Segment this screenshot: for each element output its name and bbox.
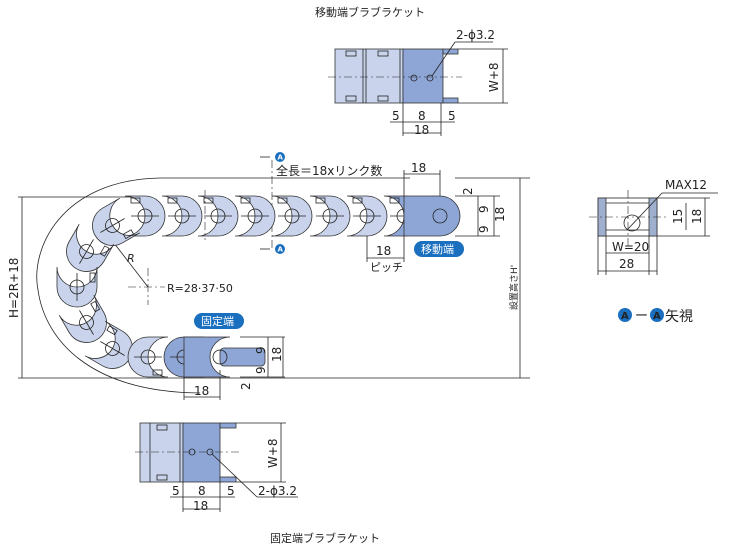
svg-text:固定端: 固定端 xyxy=(201,314,234,328)
pitch-dim: 18 xyxy=(376,244,391,258)
fixed-bracket-dim-18: 18 xyxy=(193,499,208,513)
svg-text:A: A xyxy=(278,154,284,162)
end-dim-18-top: 18 xyxy=(411,161,426,175)
chain-link xyxy=(124,195,166,237)
fixed-end-badge: 固定端 xyxy=(194,313,244,329)
half-dim-top-a: 9 xyxy=(477,205,491,213)
fixed-bracket-dim-5b: 5 xyxy=(227,484,235,498)
chain-link xyxy=(234,195,276,237)
moving-end-link xyxy=(403,195,461,237)
moving-bracket-dim-18: 18 xyxy=(414,123,429,137)
moving-end-pin-hole xyxy=(432,208,448,224)
fixed-bracket-dim-8: 8 xyxy=(198,484,206,498)
fixed-bracket-hole-dim: 2-ϕ3.2 xyxy=(258,484,297,498)
fixed-bracket-view xyxy=(135,422,298,512)
chain-link xyxy=(66,223,115,272)
half-dim-top-b: 9 xyxy=(477,225,491,233)
half-dim-bottom-a: 9 xyxy=(254,346,268,354)
svg-text:矢視: 矢視 xyxy=(665,309,693,325)
radius-label: R xyxy=(127,252,135,265)
section-arrow-bottom: A xyxy=(260,244,285,254)
max12-dim: MAX12 xyxy=(665,178,707,192)
moving-bracket-dim-5b: 5 xyxy=(448,109,456,123)
moving-bracket-view xyxy=(328,41,508,136)
total-length-label: 全長＝18xリンク数 xyxy=(276,163,382,178)
chain-link xyxy=(56,266,98,308)
svg-text:移動端: 移動端 xyxy=(421,242,454,256)
gap-dim-top: 2 xyxy=(461,187,475,195)
fixed-bracket-dim-5a: 5 xyxy=(172,484,180,498)
chain-link xyxy=(161,195,203,237)
chain-link xyxy=(127,336,169,378)
moving-bracket-hole-dim: 2-ϕ3.2 xyxy=(456,28,495,42)
fixed-bracket-title: 固定端ブラブラケット xyxy=(270,531,380,545)
inner-15-dim: 15 xyxy=(671,209,685,224)
svg-text:A: A xyxy=(278,246,284,254)
moving-end-badge: 移動端 xyxy=(414,241,464,257)
svg-text:ー: ー xyxy=(635,309,648,324)
half-dim-bottom-b: 9 xyxy=(254,366,268,374)
radius-values-label: R=28·37·50 xyxy=(167,282,233,295)
height-dim-bottom: 18 xyxy=(270,347,284,362)
install-height-label: 設置高さH' xyxy=(508,265,520,310)
fixed-end-link xyxy=(183,336,231,378)
outer-18-dim: 18 xyxy=(690,209,704,224)
height-dim-top: 18 xyxy=(493,207,507,222)
moving-bracket-dim-8: 8 xyxy=(418,109,426,123)
svg-text:A: A xyxy=(621,311,629,322)
section-arrow-top: A xyxy=(260,152,285,162)
end-dim-18-bottom: 18 xyxy=(194,384,209,398)
svg-text:A: A xyxy=(653,311,661,322)
section-view-title: A ー A 矢視 xyxy=(618,308,693,325)
chain-links xyxy=(56,195,461,378)
width-w20-dim: W=20 xyxy=(612,240,649,254)
moving-bracket-dim-5a: 5 xyxy=(392,109,400,123)
moving-bracket-height-dim: W+8 xyxy=(487,62,501,92)
moving-bracket-title: 移動端ブラブラケット xyxy=(315,5,425,19)
section-view xyxy=(589,190,718,275)
gap-dim-bottom: 2 xyxy=(239,382,253,390)
chain-link xyxy=(58,294,107,343)
height-formula-label: H=2R+18 xyxy=(7,258,21,318)
chain-link xyxy=(346,195,388,237)
chain-link xyxy=(92,197,141,246)
fixed-bracket-height-dim: W+8 xyxy=(266,438,280,468)
fixed-end-pin xyxy=(219,347,266,367)
chain-link xyxy=(197,195,239,237)
chain-link xyxy=(271,195,313,237)
chain-link xyxy=(309,195,351,237)
width-28-dim: 28 xyxy=(619,257,634,271)
fixed-end-pin-hole xyxy=(212,349,228,365)
pitch-label: ピッチ xyxy=(370,261,403,274)
